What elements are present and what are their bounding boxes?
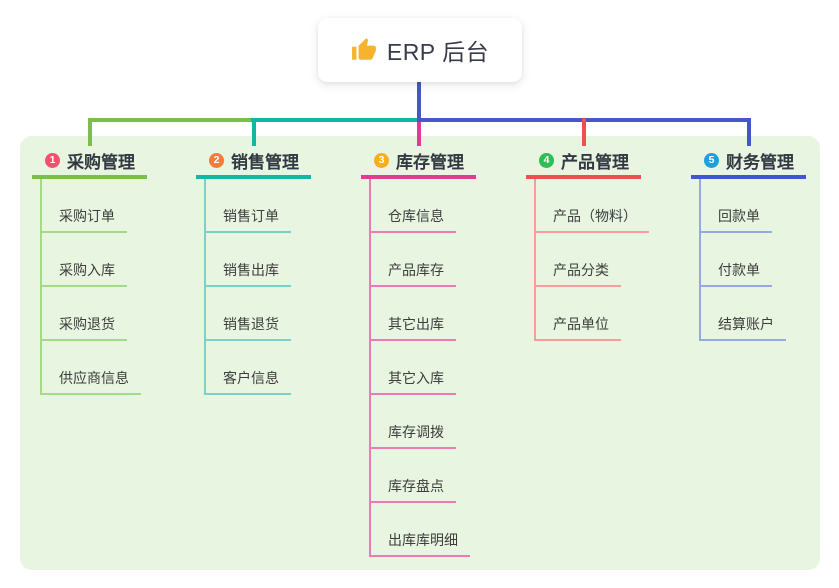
branch: 2 销售管理 销售订单销售出库销售退货客户信息 xyxy=(196,146,311,395)
branch: 5 财务管理 回款单付款单结算账户 xyxy=(691,146,806,341)
branch-title: 销售管理 xyxy=(231,153,299,172)
root-node[interactable]: ERP 后台 xyxy=(318,18,522,82)
branch-children: 销售订单销售出库销售退货客户信息 xyxy=(204,179,291,395)
branch-header[interactable]: 4 产品管理 xyxy=(526,146,641,179)
connector-h-sales xyxy=(251,118,418,122)
child-node[interactable]: 仓库信息 xyxy=(371,179,456,233)
child-node[interactable]: 其它入库 xyxy=(371,341,456,395)
connector-drop-finance xyxy=(747,118,751,146)
branch-children: 采购订单采购入库采购退货供应商信息 xyxy=(40,179,141,395)
child-node[interactable]: 产品单位 xyxy=(536,287,621,341)
child-node[interactable]: 库存调拨 xyxy=(371,395,456,449)
branch-title: 财务管理 xyxy=(726,153,794,172)
connector-h-purchase xyxy=(89,118,252,122)
branch-number-badge: 4 xyxy=(539,153,554,168)
child-node[interactable]: 采购退货 xyxy=(42,287,127,341)
branch-header[interactable]: 5 财务管理 xyxy=(691,146,806,179)
branch: 1 采购管理 采购订单采购入库采购退货供应商信息 xyxy=(32,146,147,395)
branch-title: 采购管理 xyxy=(67,153,135,172)
child-node[interactable]: 销售退货 xyxy=(206,287,291,341)
branch-children: 仓库信息产品库存其它出库其它入库库存调拨库存盘点出库库明细 xyxy=(369,179,470,557)
branches-panel xyxy=(20,136,820,570)
branch-title: 产品管理 xyxy=(561,153,629,172)
branch: 4 产品管理 产品（物料）产品分类产品单位 xyxy=(526,146,649,341)
branch-header[interactable]: 1 采购管理 xyxy=(32,146,147,179)
child-node[interactable]: 库存盘点 xyxy=(371,449,456,503)
branch-children: 回款单付款单结算账户 xyxy=(699,179,786,341)
child-node[interactable]: 其它出库 xyxy=(371,287,456,341)
thumbs-up-icon xyxy=(351,37,377,63)
connector-drop-sales xyxy=(252,118,256,146)
child-node[interactable]: 产品库存 xyxy=(371,233,456,287)
child-node[interactable]: 采购订单 xyxy=(42,179,127,233)
child-node[interactable]: 出库库明细 xyxy=(371,503,470,557)
branch-header[interactable]: 2 销售管理 xyxy=(196,146,311,179)
branch-number-badge: 2 xyxy=(209,153,224,168)
branch-title: 库存管理 xyxy=(396,153,464,172)
child-node[interactable]: 供应商信息 xyxy=(42,341,141,395)
child-node[interactable]: 回款单 xyxy=(701,179,772,233)
root-title: ERP 后台 xyxy=(386,39,490,65)
connector-drop-product xyxy=(582,118,586,146)
branch-children: 产品（物料）产品分类产品单位 xyxy=(534,179,649,341)
connector-root-drop xyxy=(417,81,421,122)
branch-header[interactable]: 3 库存管理 xyxy=(361,146,476,179)
child-node[interactable]: 销售出库 xyxy=(206,233,291,287)
child-node[interactable]: 客户信息 xyxy=(206,341,291,395)
connector-drop-inventory xyxy=(417,122,421,146)
child-node[interactable]: 采购入库 xyxy=(42,233,127,287)
branch: 3 库存管理 仓库信息产品库存其它出库其它入库库存调拨库存盘点出库库明细 xyxy=(361,146,476,557)
child-node[interactable]: 产品（物料） xyxy=(536,179,649,233)
branch-number-badge: 3 xyxy=(374,153,389,168)
child-node[interactable]: 产品分类 xyxy=(536,233,621,287)
connector-drop-purchase xyxy=(88,118,92,146)
child-node[interactable]: 结算账户 xyxy=(701,287,786,341)
branch-number-badge: 5 xyxy=(704,153,719,168)
child-node[interactable]: 付款单 xyxy=(701,233,772,287)
branch-number-badge: 1 xyxy=(45,153,60,168)
child-node[interactable]: 销售订单 xyxy=(206,179,291,233)
